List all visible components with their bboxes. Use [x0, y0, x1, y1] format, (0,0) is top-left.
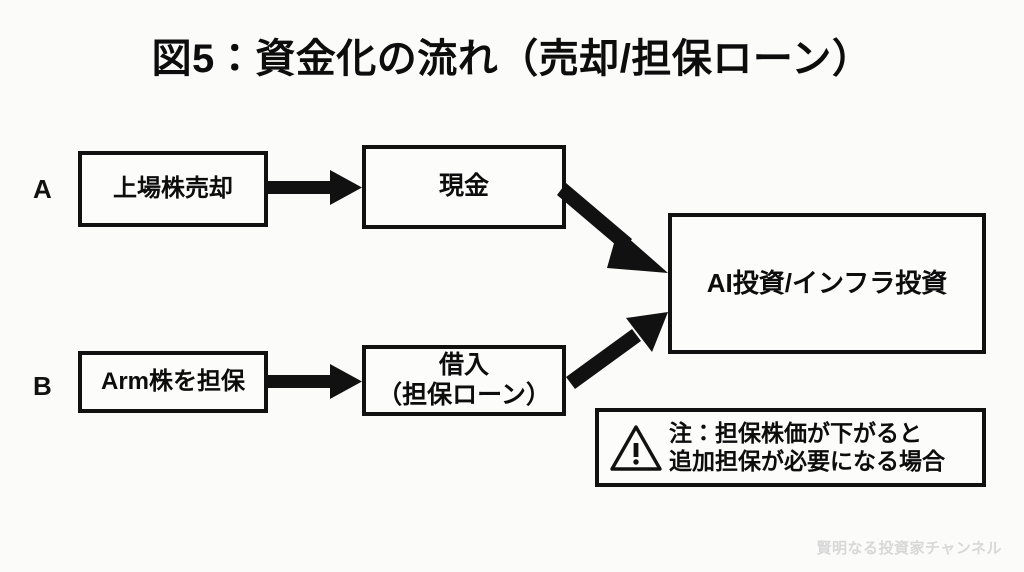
warning-triangle-icon [610, 424, 662, 471]
arrow-collateral-to-borrow [268, 364, 362, 399]
box-arm-collateral-label: Arm株を担保 [100, 367, 245, 395]
watermark: 賢明なる投資家チャンネル [816, 540, 1002, 557]
page-title: 図5：資金化の流れ（売却/担保ローン） [151, 37, 873, 81]
note-text: 注：担保株価が下がると 追加担保が必要になる場合 [669, 420, 945, 475]
arrow-sell-to-cash [268, 170, 362, 205]
box-investment-target-label: AI投資/インフラ投資 [706, 268, 948, 299]
box-investment-target: AI投資/インフラ投資 [668, 213, 986, 354]
arrow-cash-to-investment [557, 183, 668, 273]
box-arm-collateral: Arm株を担保 [78, 351, 268, 413]
box-cash-label: 現金 [438, 172, 489, 201]
arrow-borrow-to-investment [566, 312, 668, 389]
box-borrowing-label: 借入 （担保ローン） [377, 351, 551, 410]
row-label-a: A [33, 174, 52, 204]
box-cash: 現金 [362, 145, 566, 229]
box-borrowing-line2: （担保ローン） [377, 380, 551, 409]
box-sell-listed-shares: 上場株売却 [78, 151, 268, 227]
note-box: 注：担保株価が下がると 追加担保が必要になる場合 [595, 408, 986, 487]
box-sell-listed-shares-label: 上場株売却 [113, 174, 233, 202]
box-borrowing: 借入 （担保ローン） [362, 345, 566, 416]
note-line-2: 追加担保が必要になる場合 [669, 447, 945, 474]
box-borrowing-line1: 借入 [438, 351, 489, 379]
row-label-b: B [33, 371, 52, 401]
note-line-1: 注：担保株価が下がると [669, 419, 922, 446]
